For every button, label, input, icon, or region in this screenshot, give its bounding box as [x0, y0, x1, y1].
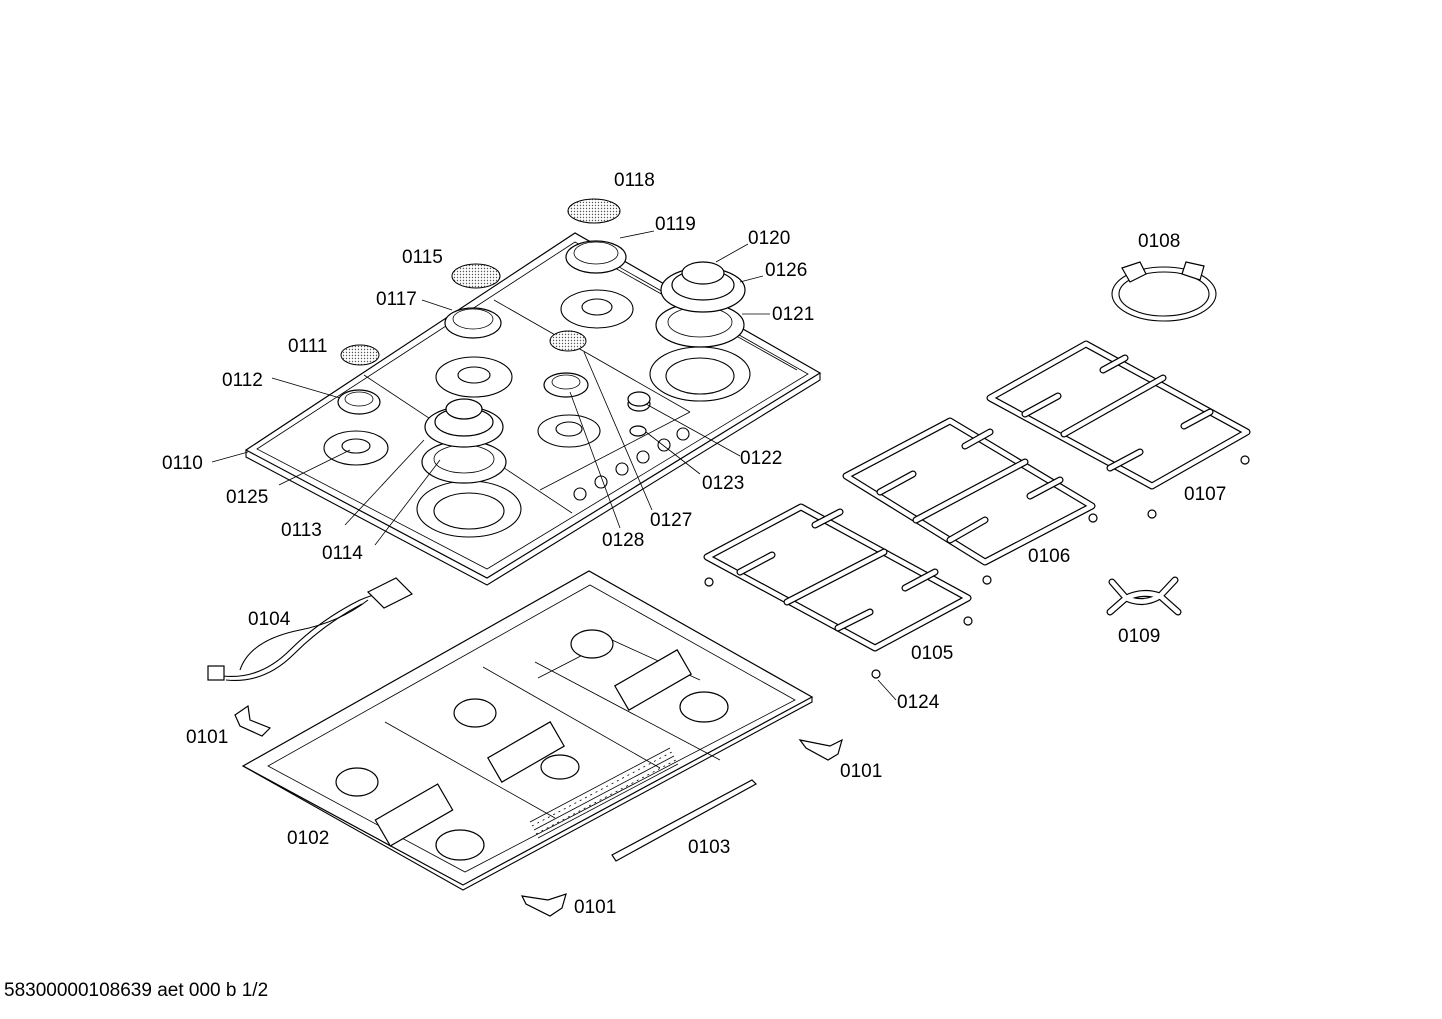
callout-0126: 0126: [765, 260, 807, 281]
callout-0119: 0119: [655, 214, 696, 235]
callout-0105: 0105: [911, 643, 953, 664]
pan-support-right: [986, 340, 1251, 490]
callout-0124: 0124: [897, 692, 940, 713]
callout-0101-bottom: 0101: [574, 897, 616, 918]
callout-0102: 0102: [287, 828, 329, 849]
power-cable: [207, 577, 414, 682]
callout-0106: 0106: [1028, 546, 1070, 567]
callout-0118: 0118: [614, 170, 655, 191]
callout-0114: 0114: [322, 543, 363, 564]
callout-0112: 0112: [222, 370, 263, 391]
pan-support-middle: [842, 417, 1096, 566]
burner-caps: [340, 198, 621, 366]
mounting-clips: [234, 704, 843, 917]
callout-0125: 0125: [226, 487, 268, 508]
callout-0121: 0121: [772, 304, 814, 325]
callout-0109: 0109: [1118, 626, 1160, 647]
callout-0120: 0120: [748, 228, 790, 249]
wok-rings: [424, 261, 746, 448]
wok-support-ring: [1111, 261, 1217, 322]
callout-0101-left: 0101: [186, 727, 228, 748]
callout-0123: 0123: [702, 473, 744, 494]
callout-0108: 0108: [1138, 231, 1180, 252]
callout-0117: 0117: [376, 289, 417, 310]
callout-0103: 0103: [688, 837, 730, 858]
control-knob: [627, 391, 651, 437]
callout-0110: 0110: [162, 453, 203, 474]
callout-0107: 0107: [1184, 484, 1226, 505]
simmer-plate: [1106, 576, 1182, 616]
burner-heads: [337, 240, 745, 484]
callout-0111: 0111: [288, 336, 327, 357]
callout-0122: 0122: [740, 448, 782, 469]
callout-0101-right: 0101: [840, 761, 882, 782]
callout-0104: 0104: [248, 609, 291, 630]
seal-strip: [611, 779, 757, 862]
leader-lines: [211, 230, 897, 701]
callout-0128: 0128: [602, 530, 644, 551]
callout-0113: 0113: [281, 520, 322, 541]
tray-burner-mounts: [335, 629, 729, 861]
callout-0115: 0115: [402, 247, 443, 268]
callout-0127: 0127: [650, 510, 692, 531]
drawing-reference-footer: 58300000108639 aet 000 b 1/2: [4, 980, 269, 1001]
callout-labels: 0118 0119 0120 0126 0121 0115 0117 0111 …: [162, 170, 1226, 918]
pan-support-left: [703, 503, 972, 652]
rubber-feet: [704, 455, 1250, 679]
tray-vent-holes: [529, 747, 679, 839]
